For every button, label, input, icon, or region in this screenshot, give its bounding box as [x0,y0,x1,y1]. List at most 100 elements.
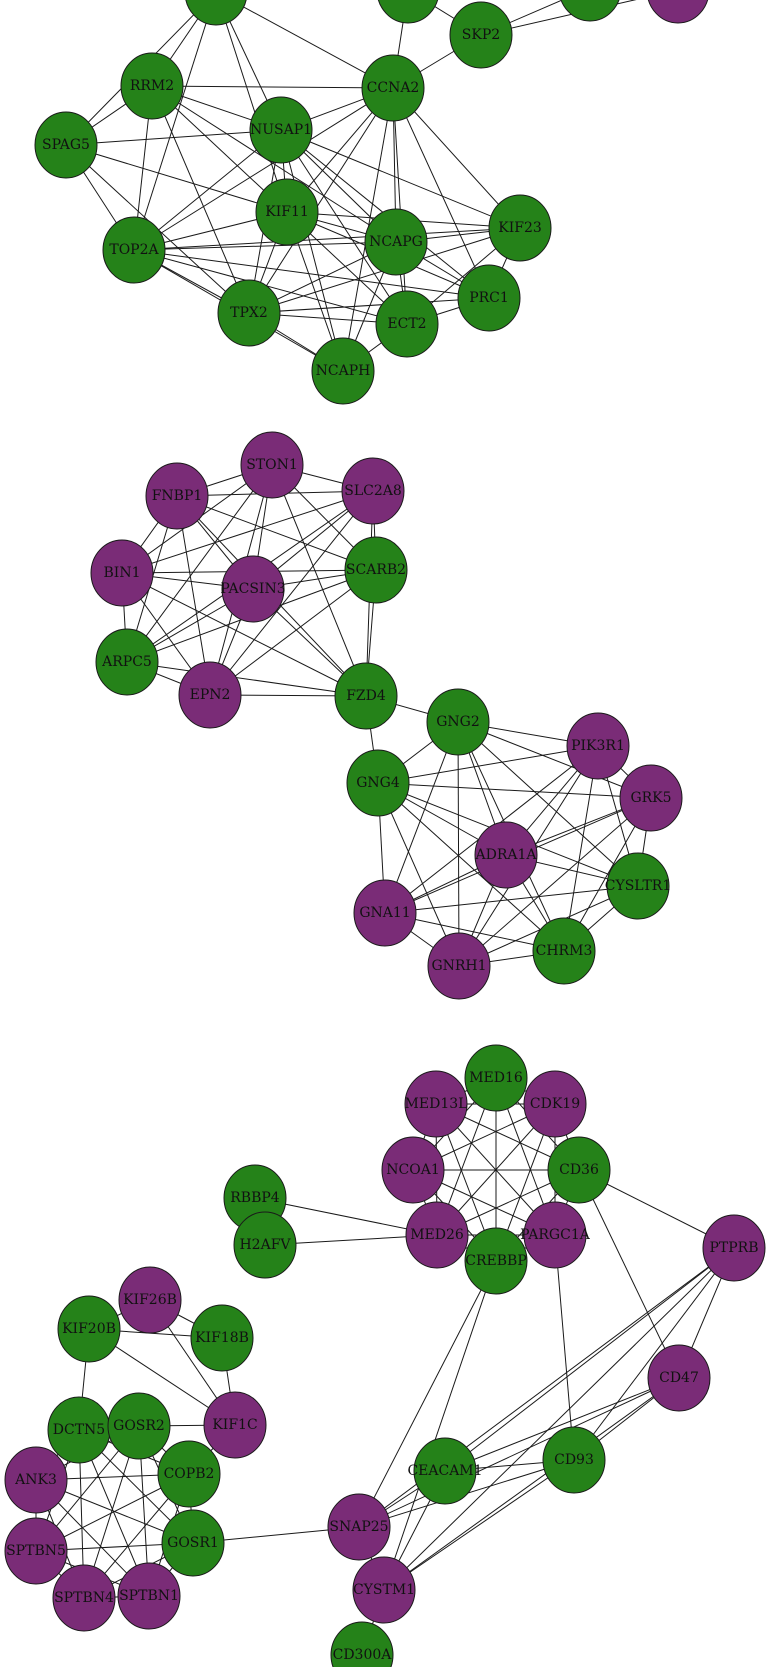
node-chrm3[interactable]: CHRM3 [532,917,596,985]
node-circle[interactable] [361,54,425,122]
node-prc1[interactable]: PRC1 [457,264,521,332]
node-copb2[interactable]: COPB2 [157,1440,221,1508]
node-circle[interactable] [190,1304,254,1372]
node-circle[interactable] [364,208,428,276]
node-circle[interactable] [427,932,491,1000]
node-circle[interactable] [221,555,285,623]
node-nusap1[interactable]: NUSAP1 [249,96,313,164]
node-circle[interactable] [157,1440,221,1508]
node-top-c[interactable] [559,0,621,22]
node-circle[interactable] [405,1201,469,1269]
node-cd36[interactable]: CD36 [547,1136,611,1204]
node-top2a[interactable]: TOP2A [102,216,166,284]
node-circle[interactable] [330,1621,394,1667]
node-circle[interactable] [542,1426,606,1494]
node-ptprb[interactable]: PTPRB [702,1214,766,1282]
node-circle[interactable] [449,1,513,69]
node-circle[interactable] [346,749,410,817]
node-circle[interactable] [566,712,630,780]
node-circle[interactable] [457,264,521,332]
node-med16[interactable]: MED16 [464,1044,528,1112]
node-top-a[interactable] [185,0,247,26]
node-kif26b[interactable]: KIF26B [118,1266,182,1334]
node-circle[interactable] [34,111,98,179]
node-circle[interactable] [4,1517,68,1585]
node-circle[interactable] [217,279,281,347]
node-gng2[interactable]: GNG2 [426,688,490,756]
node-kif18b[interactable]: KIF18B [190,1304,254,1372]
node-circle[interactable] [334,662,398,730]
node-circle[interactable] [107,1392,171,1460]
node-circle[interactable] [145,462,209,530]
node-circle[interactable] [619,764,683,832]
node-circle[interactable] [352,1556,416,1624]
node-epn2[interactable]: EPN2 [178,661,242,729]
node-circle[interactable] [102,216,166,284]
node-ank3[interactable]: ANK3 [4,1446,68,1514]
node-circle[interactable] [647,1344,711,1412]
node-gosr2[interactable]: GOSR2 [107,1392,171,1460]
node-ncapg[interactable]: NCAPG [364,208,428,276]
node-circle[interactable] [523,1070,587,1138]
node-sptbn5[interactable]: SPTBN5 [4,1517,68,1585]
node-circle[interactable] [647,0,709,24]
node-cystm1[interactable]: CYSTM1 [352,1556,416,1624]
node-circle[interactable] [120,52,184,120]
node-pacsin3[interactable]: PACSIN3 [220,555,286,623]
node-circle[interactable] [185,0,247,26]
node-circle[interactable] [377,0,439,24]
node-circle[interactable] [488,194,552,262]
node-gna11[interactable]: GNA11 [353,879,417,947]
node-circle[interactable] [117,1562,181,1630]
node-circle[interactable] [547,1136,611,1204]
node-circle[interactable] [341,457,405,525]
node-grk5[interactable]: GRK5 [619,764,683,832]
node-kif23[interactable]: KIF23 [488,194,552,262]
node-circle[interactable] [474,821,538,889]
node-top-b[interactable] [377,0,439,24]
node-ston1[interactable]: STON1 [240,431,304,499]
node-kif20b[interactable]: KIF20B [57,1295,121,1363]
node-circle[interactable] [344,536,408,604]
node-circle[interactable] [464,1044,528,1112]
node-tpx2[interactable]: TPX2 [217,279,281,347]
node-pargc1a[interactable]: PARGC1A [520,1201,591,1269]
node-circle[interactable] [52,1564,116,1632]
node-cd47[interactable]: CD47 [647,1344,711,1412]
node-arpc5[interactable]: ARPC5 [95,628,159,696]
node-spag5[interactable]: SPAG5 [34,111,98,179]
node-circle[interactable] [161,1509,225,1577]
node-circle[interactable] [559,0,621,22]
node-med13l[interactable]: MED13L [404,1070,468,1138]
node-cysltr1[interactable]: CYSLTR1 [605,852,672,920]
node-top-d[interactable] [647,0,709,24]
node-circle[interactable] [426,688,490,756]
node-bin1[interactable]: BIN1 [90,539,154,607]
node-circle[interactable] [249,96,313,164]
node-circle[interactable] [240,431,304,499]
node-cd93[interactable]: CD93 [542,1426,606,1494]
node-gnrh1[interactable]: GNRH1 [427,932,491,1000]
node-circle[interactable] [464,1227,528,1295]
node-circle[interactable] [702,1214,766,1282]
node-circle[interactable] [203,1391,267,1459]
node-circle[interactable] [57,1295,121,1363]
node-circle[interactable] [404,1070,468,1138]
node-circle[interactable] [523,1201,587,1269]
node-slc2a8[interactable]: SLC2A8 [341,457,405,525]
node-circle[interactable] [353,879,417,947]
node-gng4[interactable]: GNG4 [346,749,410,817]
node-dctn5[interactable]: DCTN5 [47,1396,111,1464]
node-circle[interactable] [4,1446,68,1514]
node-circle[interactable] [311,337,375,405]
node-circle[interactable] [90,539,154,607]
node-scarb2[interactable]: SCARB2 [344,536,408,604]
node-h2afv[interactable]: H2AFV [233,1211,297,1279]
node-circle[interactable] [381,1136,445,1204]
node-ccna2[interactable]: CCNA2 [361,54,425,122]
node-fzd4[interactable]: FZD4 [334,662,398,730]
node-cd300a[interactable]: CD300A [330,1621,394,1667]
node-rrm2[interactable]: RRM2 [120,52,184,120]
node-circle[interactable] [233,1211,297,1279]
node-circle[interactable] [375,290,439,358]
